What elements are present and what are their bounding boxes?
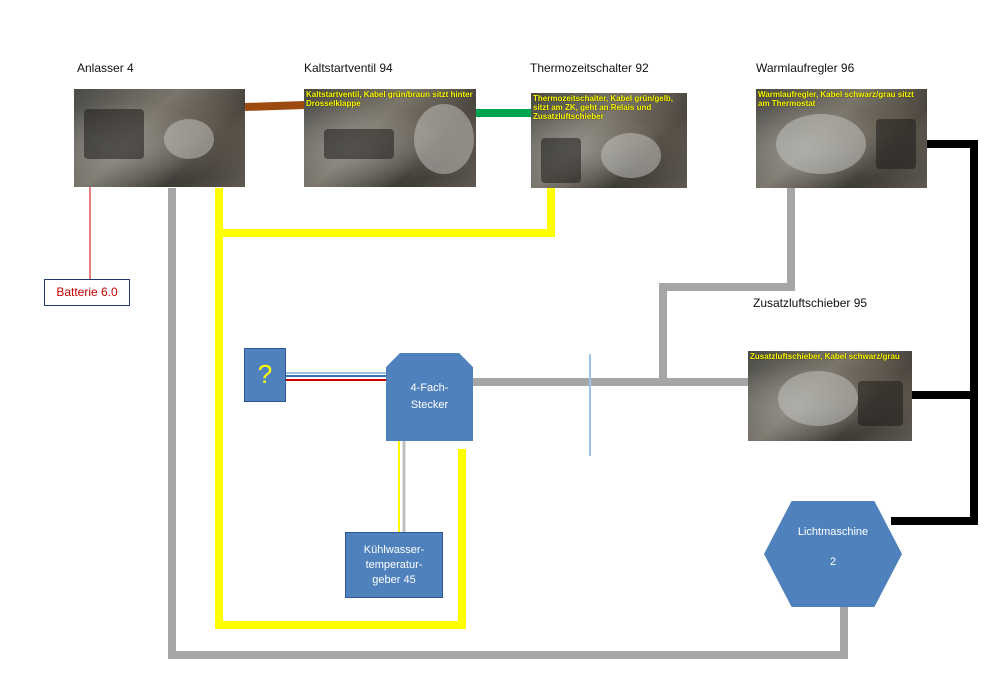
wire-gray-warmlauf (659, 188, 795, 382)
plug-4-fach-stecker: 4-Fach- Stecker (386, 353, 473, 441)
photo-anlasser (74, 89, 245, 187)
sensor-label-line1: Kühlwasser- (363, 543, 425, 556)
photo-zusatzluftschieber: Zusatzluftschieber, Kabel schwarz/grau (748, 351, 912, 441)
wire-yellow-thermo (219, 188, 555, 237)
plug-label-line2: Stecker (410, 399, 449, 411)
unknown-component-box: ? (244, 348, 286, 402)
title-anlasser: Anlasser 4 (77, 61, 134, 75)
photo-warmlaufregler: Warmlaufregler, Kabel schwarz/grau sitzt… (756, 89, 927, 188)
title-zusatzluftschieber: Zusatzluftschieber 95 (753, 296, 868, 310)
caption-kaltstartventil: Kaltstartventil, Kabel grün/braun sitzt … (306, 90, 473, 108)
caption-thermozeitschalter: Thermozeitschalter, Kabel grün/gelb, sit… (533, 94, 674, 121)
wire-gray-bottom (168, 188, 848, 659)
title-kaltstartventil: Kaltstartventil 94 (304, 61, 393, 75)
sensor-label-line3: geber 45 (372, 573, 416, 586)
wire-brown (244, 101, 306, 111)
sensor-label-line2: temperatur- (365, 558, 423, 571)
wire-black-warmlauf (891, 140, 978, 525)
coolant-temperature-sensor: Kühlwasser- temperatur- geber 45 (345, 532, 443, 598)
title-warmlaufregler: Warmlaufregler 96 (756, 61, 855, 75)
photo-thermozeitschalter: Thermozeitschalter, Kabel grün/gelb, sit… (531, 93, 687, 188)
alternator-label: Lichtmaschine (797, 526, 869, 538)
alternator-number: 2 (829, 556, 837, 568)
wire-yellow-top (215, 188, 466, 629)
plug-label-line1: 4-Fach- (410, 382, 449, 394)
battery-box: Batterie 6.0 (44, 279, 130, 306)
caption-warmlaufregler: Warmlaufregler, Kabel schwarz/grau sitzt… (758, 90, 914, 108)
photo-kaltstartventil: Kaltstartventil, Kabel grün/braun sitzt … (304, 89, 476, 187)
alternator-lichtmaschine: Lichtmaschine 2 (764, 501, 902, 607)
title-thermozeitschalter: Thermozeitschalter 92 (530, 61, 649, 75)
caption-zusatzluftschieber: Zusatzluftschieber, Kabel schwarz/grau (750, 352, 900, 361)
